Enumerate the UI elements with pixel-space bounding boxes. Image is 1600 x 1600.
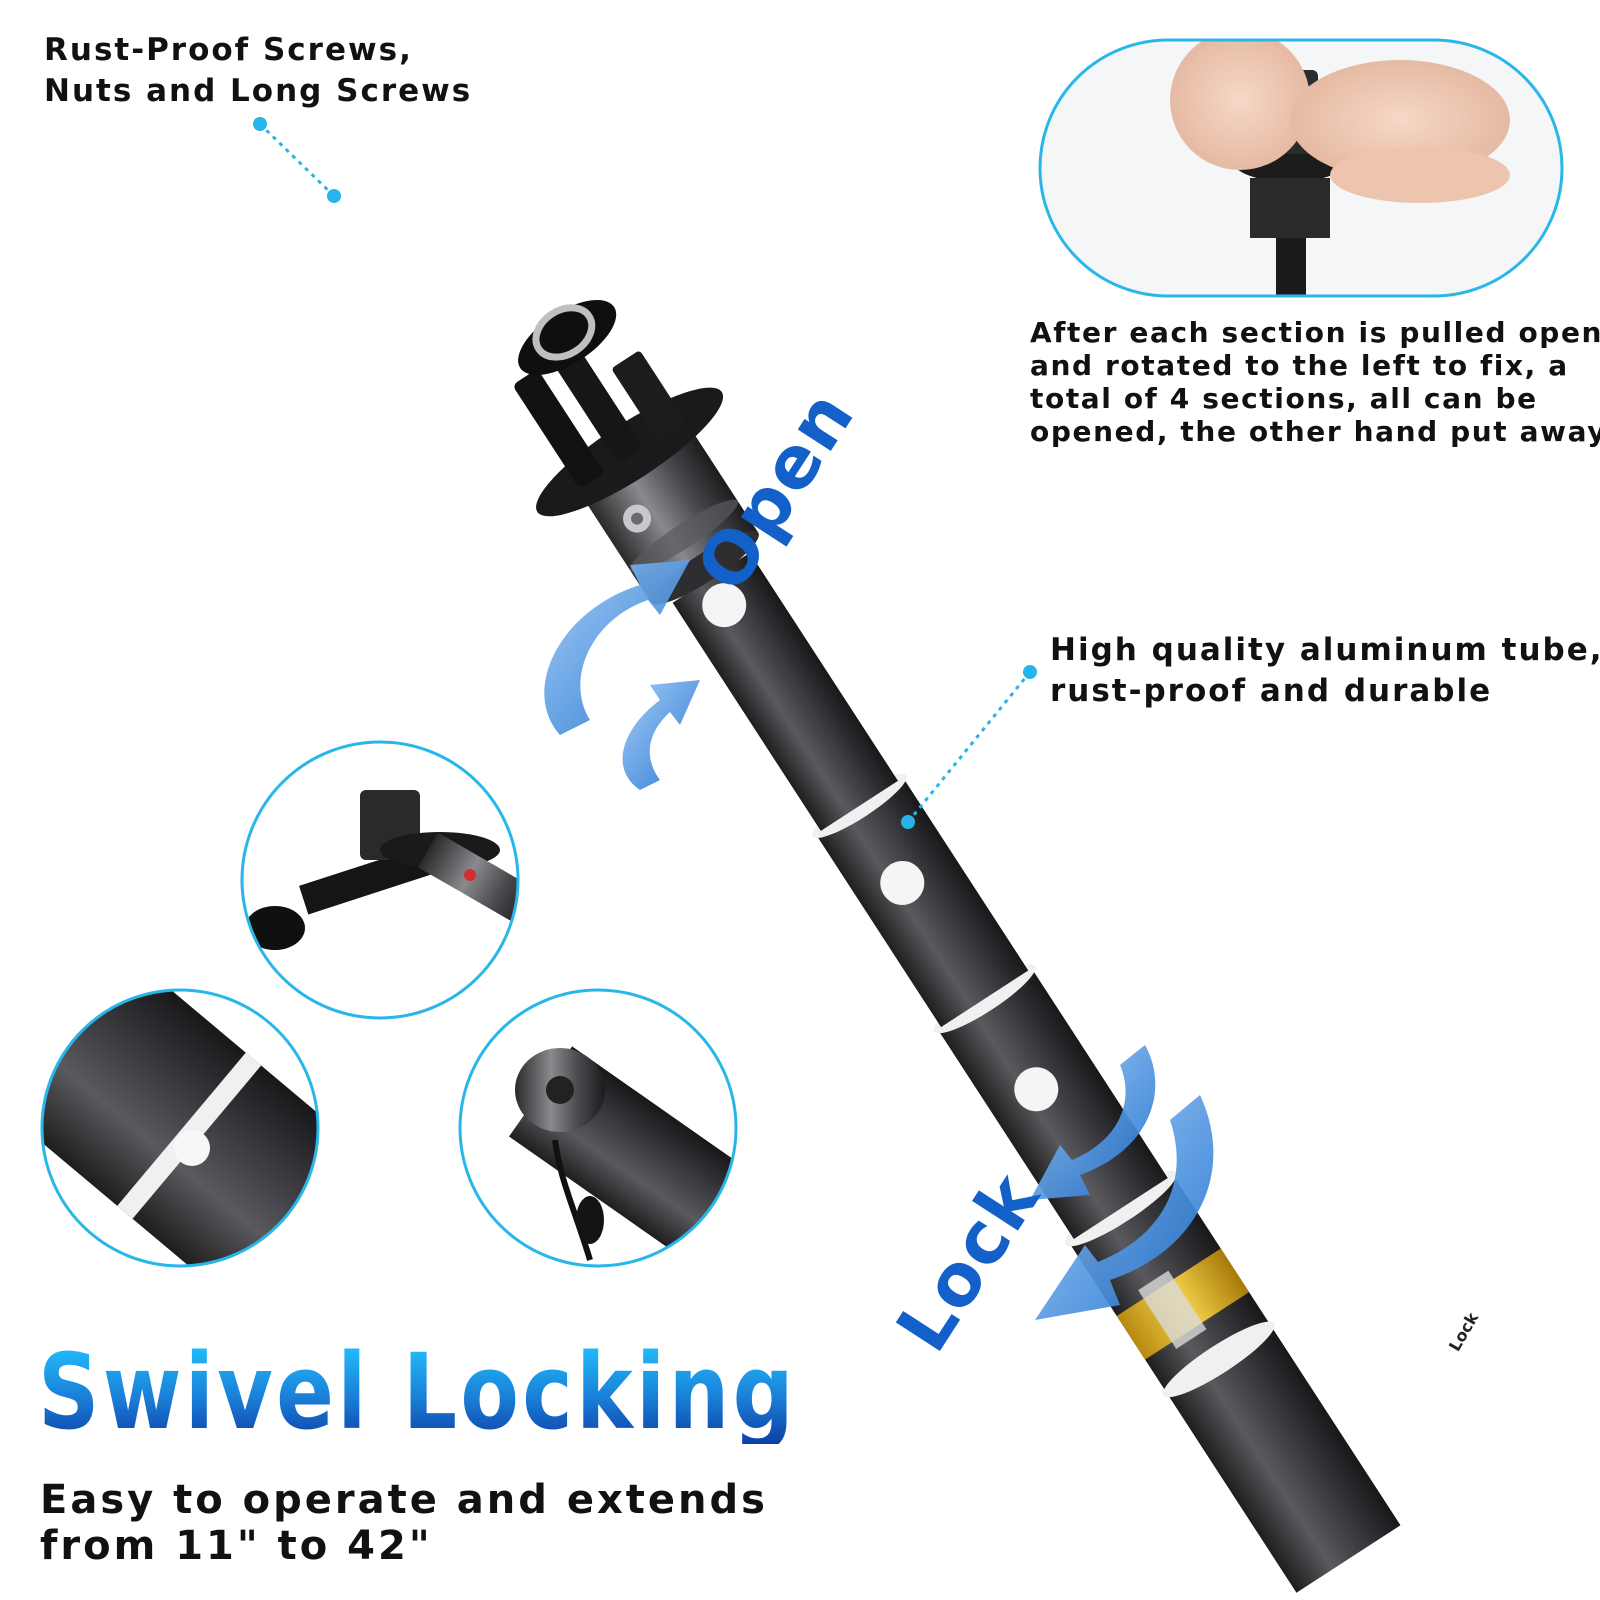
- callout-sections-line-2: and rotated to the left to fix, a: [1030, 349, 1569, 382]
- subline-line-2: from 11" to 42": [40, 1523, 433, 1569]
- pole-section-4: [1067, 1172, 1401, 1593]
- lock-button-1: [702, 583, 747, 628]
- inset-mount-detail: [240, 740, 520, 1020]
- callout-leader-screws: [253, 117, 341, 203]
- callout-sections-line-3: total of 4 sections, all can be: [1030, 382, 1538, 415]
- callout-tube: High quality aluminum tube, rust-proof a…: [1050, 630, 1600, 712]
- callout-screws-line-1: Rust-Proof Screws,: [44, 32, 413, 68]
- callout-screws-line-2: Nuts and Long Screws: [44, 73, 473, 109]
- inset-lock-ring: [40, 988, 320, 1268]
- callout-tube-line-1: High quality aluminum tube,: [1050, 632, 1600, 668]
- pole-section-2: [814, 775, 1029, 1028]
- headline: Swivel Locking: [38, 1331, 797, 1453]
- mount-icon: [514, 299, 685, 487]
- callout-sections: After each section is pulled open and ro…: [1030, 316, 1600, 448]
- rotate-open-arrow-icon: [544, 560, 700, 790]
- callout-sections-line-4: opened, the other hand put away: [1030, 415, 1600, 448]
- callout-sections-line-1: After each section is pulled open: [1030, 316, 1600, 349]
- inset-base-strap: [458, 988, 738, 1268]
- callout-screws: Rust-Proof Screws, Nuts and Long Screws: [44, 30, 472, 112]
- lock-tag: [1138, 1270, 1207, 1349]
- pole-ring-5: [1162, 1321, 1275, 1398]
- callout-tube-line-2: rust-proof and durable: [1050, 673, 1493, 709]
- lock-button-3: [1014, 1067, 1059, 1112]
- callout-leader-tube: [901, 665, 1037, 829]
- telescopic-pole: [514, 299, 1401, 1593]
- inset-hand-mount: [1038, 38, 1564, 298]
- rotate-lock-arrow-icon: [1030, 1045, 1214, 1320]
- subline-line-1: Easy to operate and extends: [40, 1477, 768, 1523]
- subline: Easy to operate and extends from 11" to …: [40, 1477, 768, 1569]
- lock-button-2: [880, 860, 925, 905]
